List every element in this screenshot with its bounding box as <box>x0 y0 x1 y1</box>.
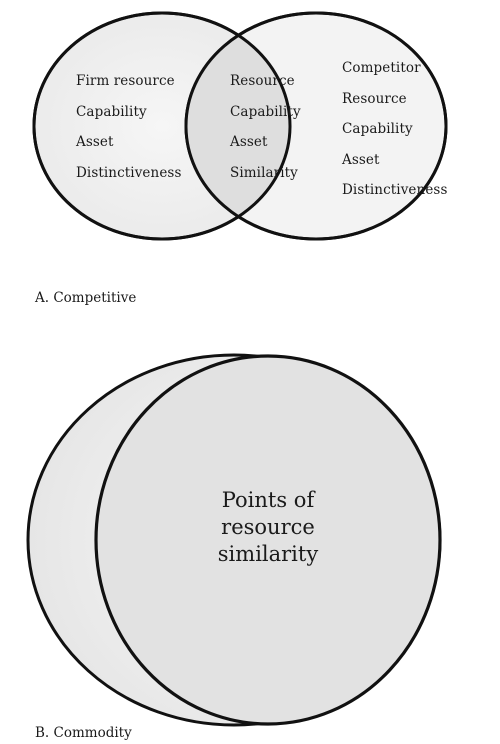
overlap-items: Resource Capability Asset Similarity <box>230 73 301 181</box>
competitor-item: Asset <box>342 151 380 168</box>
competitive-venn <box>32 11 448 241</box>
competitor-item: Distinctiveness <box>342 182 448 198</box>
competitor-item: Competitor <box>342 60 421 76</box>
competitor-item: Resource <box>342 90 407 107</box>
firm-items: Firm resource Capability Asset Distincti… <box>76 73 182 181</box>
caption-commodity: B. Commodity <box>35 725 132 741</box>
caption-competitive: A. Competitive <box>35 290 137 306</box>
center-line: similarity <box>217 542 319 566</box>
firm-item: Distinctiveness <box>76 164 182 181</box>
overlap-item: Capability <box>230 103 301 120</box>
firm-item: Firm resource <box>76 73 175 89</box>
overlap-item: Resource <box>230 73 295 89</box>
overlap-item: Asset <box>230 134 268 150</box>
commodity-venn <box>26 353 442 727</box>
competitor-circle-outline <box>184 11 448 241</box>
commodity-center-text: Points of resource similarity <box>178 487 358 568</box>
overlap-region <box>186 13 290 239</box>
front-circle <box>94 354 442 726</box>
center-line: Points of <box>221 488 315 512</box>
firm-item: Asset <box>76 134 114 150</box>
overlap-item: Similarity <box>230 164 298 181</box>
firm-item: Capability <box>76 103 147 120</box>
firm-circle-outline <box>32 11 292 241</box>
competitor-item: Capability <box>342 121 413 137</box>
competitor-items: Competitor Resource Capability Asset Dis… <box>342 60 448 198</box>
center-line: resource <box>221 515 315 539</box>
